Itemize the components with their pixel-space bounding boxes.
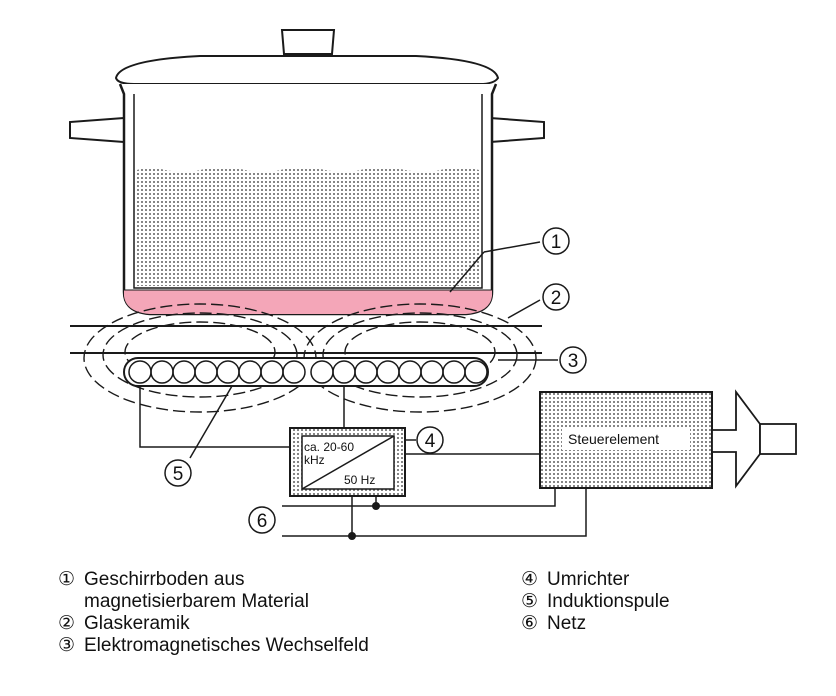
- legend-number: ①: [58, 569, 76, 590]
- callout-5: 5: [164, 459, 192, 487]
- legend-text: magnetisierbarem Material: [84, 591, 309, 612]
- legend-item-4: ④ Umrichter: [521, 569, 670, 591]
- legend-text: Netz: [547, 613, 587, 634]
- induction-coil: [123, 357, 489, 387]
- legend-item-3: ③ Elektromagnetisches Wechselfeld: [58, 635, 369, 657]
- svg-text:1: 1: [551, 232, 562, 253]
- legend-text: Elektromagnetisches Wechselfeld: [84, 635, 369, 656]
- callout-4: 4: [416, 426, 444, 454]
- legend-item-2: ② Glaskeramik: [58, 613, 369, 635]
- svg-text:2: 2: [551, 288, 562, 309]
- converter-freq-high: ca. 20-60: [304, 440, 354, 454]
- legend-text: Glaskeramik: [84, 613, 190, 634]
- wire-junction-1: [372, 502, 380, 510]
- converter-freq-unit: kHz: [304, 453, 325, 467]
- pot-handle-left: [69, 117, 125, 143]
- svg-text:3: 3: [568, 351, 579, 372]
- pot-handle-right: [489, 117, 545, 143]
- pot-lid: [114, 55, 500, 85]
- control-element-label: Steuerelement: [568, 431, 659, 447]
- wiring: [139, 241, 587, 537]
- svg-text:6: 6: [257, 511, 268, 532]
- svg-text:4: 4: [425, 431, 436, 452]
- svg-text:5: 5: [173, 464, 184, 485]
- pot-content: [137, 167, 479, 286]
- callout-1: 1: [542, 227, 570, 255]
- legend-text: Geschirrboden aus: [84, 569, 245, 590]
- legend-number: ⑤: [521, 591, 539, 612]
- legend-number: ③: [58, 635, 76, 656]
- legend-text: Induktionspule: [547, 591, 670, 612]
- legend-right: ④ Umrichter ⑤ Induktionspule ⑥ Netz: [521, 569, 670, 635]
- legend-number: ④: [521, 569, 539, 590]
- legend-text: Umrichter: [547, 569, 630, 590]
- converter-freq-low: 50 Hz: [344, 473, 375, 487]
- pot-bottom-magnetisable: [124, 290, 492, 314]
- legend-item-5: ⑤ Induktionspule: [521, 591, 670, 613]
- callout-3: 3: [559, 346, 587, 374]
- converter-box: ca. 20-60 kHz 50 Hz: [289, 427, 406, 497]
- wire-junction-2: [348, 532, 356, 540]
- callout-2: 2: [542, 283, 570, 311]
- control-element-box: Steuerelement: [539, 391, 713, 489]
- legend-item-6: ⑥ Netz: [521, 613, 670, 635]
- legend-item-1: ① Geschirrboden aus magnetisierbarem Mat…: [58, 569, 369, 613]
- induction-cooker-diagram: ca. 20-60 kHz 50 Hz Steuerelement 1 2 3 …: [69, 29, 797, 540]
- pot-inner-wall: [133, 94, 483, 289]
- callout-6: 6: [248, 506, 276, 534]
- pot-lid-knob: [280, 29, 336, 55]
- legend-number: ②: [58, 613, 76, 634]
- control-knob: [711, 389, 797, 489]
- legend-left: ① Geschirrboden aus magnetisierbarem Mat…: [58, 569, 369, 657]
- legend-number: ⑥: [521, 613, 539, 634]
